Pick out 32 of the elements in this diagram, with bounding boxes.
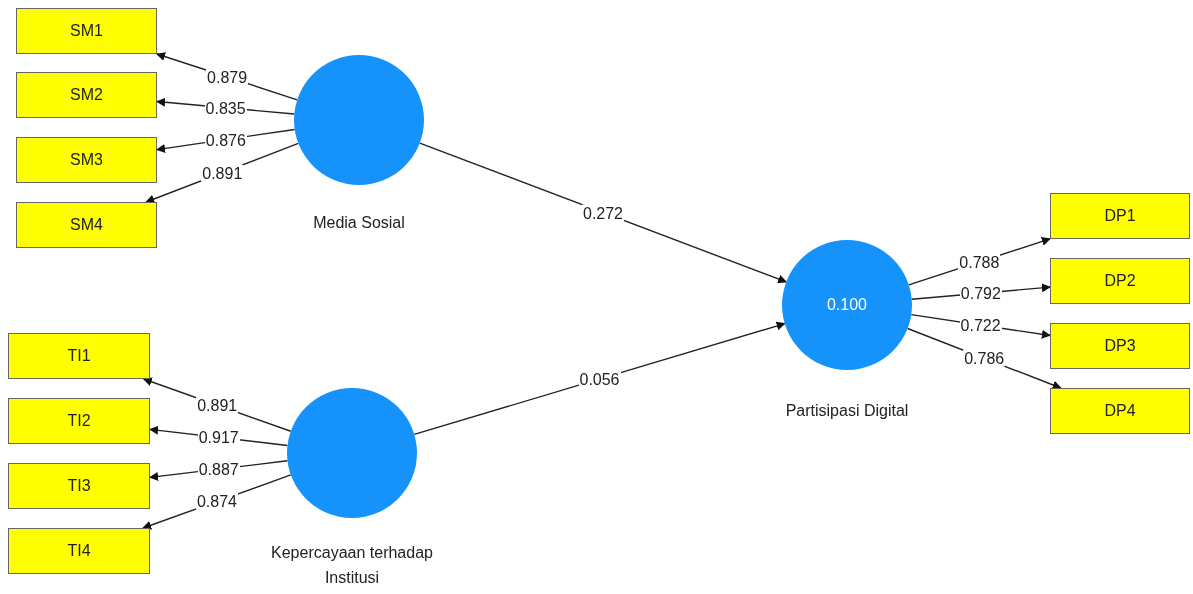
indicator-box: SM1 <box>16 8 157 54</box>
edge-label: 0.788 <box>958 253 1001 271</box>
r-squared-value: 0.100 <box>825 296 868 314</box>
indicator-box: TI4 <box>8 528 150 574</box>
construct-name: Media Sosial <box>312 213 406 233</box>
edge-label: 0.917 <box>197 428 240 446</box>
edge-label: 0.876 <box>204 131 247 149</box>
edge-label: 0.891 <box>201 164 244 182</box>
indicator-box: DP2 <box>1050 258 1190 304</box>
edge-label: 0.891 <box>196 396 239 414</box>
edge-label: 0.874 <box>195 492 238 510</box>
edge-label: 0.879 <box>206 68 249 86</box>
edge-label: 0.835 <box>204 99 247 117</box>
construct-name: Kepercayaan terhadap Institusi <box>270 543 434 588</box>
indicator-box: DP1 <box>1050 193 1190 239</box>
indicator-box: SM4 <box>16 202 157 248</box>
construct-name: Partisipasi Digital <box>784 401 910 421</box>
arrow <box>413 321 786 436</box>
edge-label: 0.792 <box>959 284 1002 302</box>
indicator-box: SM2 <box>16 72 157 118</box>
indicator-box: DP3 <box>1050 323 1190 369</box>
indicator-box: TI1 <box>8 333 150 379</box>
edge-label: 0.272 <box>582 204 624 221</box>
edge-label: 0.786 <box>963 349 1006 367</box>
indicator-box: SM3 <box>16 137 157 183</box>
edge-label: 0.722 <box>959 316 1002 334</box>
indicator-box: DP4 <box>1050 388 1190 434</box>
indicator-box: TI2 <box>8 398 150 444</box>
indicator-box: TI3 <box>8 463 150 509</box>
edge-label: 0.056 <box>578 370 621 388</box>
arrow <box>419 142 788 284</box>
edge-label: 0.887 <box>197 460 240 478</box>
